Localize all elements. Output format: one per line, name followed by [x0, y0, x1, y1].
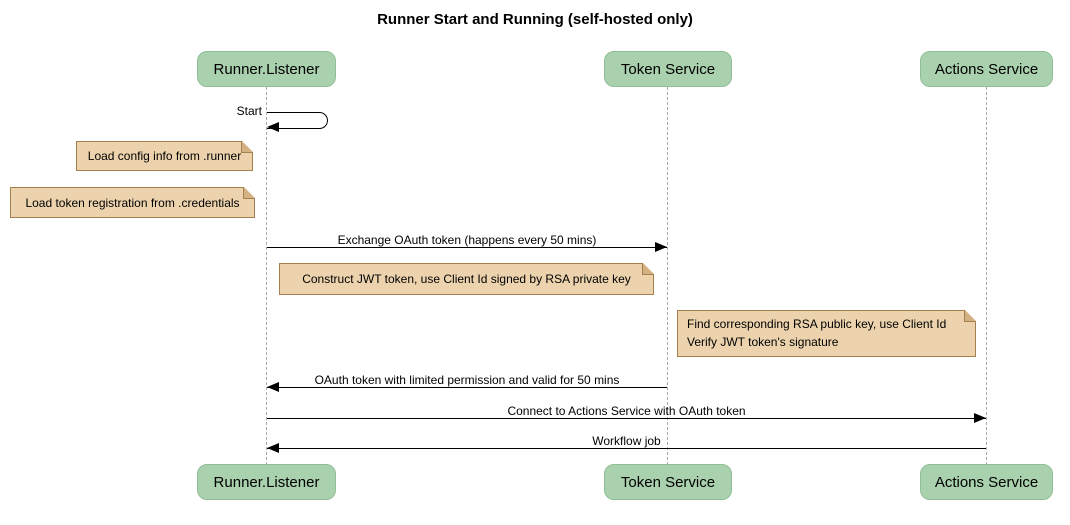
message-exchange-token-label: Exchange OAuth token (happens every 50 m…: [337, 233, 597, 247]
lifeline-token-service: [667, 87, 668, 465]
message-oauth-return-label: OAuth token with limited permission and …: [314, 373, 620, 387]
message-oauth-return-arrowhead-icon: [267, 382, 279, 392]
participant-actions-service-top: Actions Service: [920, 51, 1053, 87]
participant-label: Actions Service: [934, 473, 1039, 491]
participant-label: Runner.Listener: [213, 60, 320, 78]
note-text: Load token registration from .credential…: [25, 195, 240, 210]
message-workflow-job-arrowhead-icon: [267, 443, 279, 453]
participant-token-service-top: Token Service: [604, 51, 732, 87]
message-oauth-return-line: [267, 387, 667, 388]
message-start-arrowhead-icon: [267, 122, 279, 132]
participant-label: Runner.Listener: [213, 473, 320, 491]
message-start-loop-line: [267, 112, 328, 129]
participant-label: Actions Service: [934, 60, 1039, 78]
note-fold-icon: [242, 141, 253, 152]
lifeline-runner-listener: [266, 87, 267, 465]
note-fold-icon: [244, 187, 255, 198]
message-workflow-job-label: Workflow job: [592, 434, 661, 448]
message-connect-actions-label: Connect to Actions Service with OAuth to…: [507, 404, 746, 418]
participant-actions-service-bottom: Actions Service: [920, 464, 1053, 500]
note-text: Find corresponding RSA public key, use C…: [687, 317, 947, 349]
message-workflow-job-line: [267, 448, 986, 449]
note-load-config: Load config info from .runner: [76, 141, 253, 171]
note-text: Construct JWT token, use Client Id signe…: [302, 272, 631, 286]
message-exchange-token-line: [267, 247, 667, 248]
note-fold-icon: [965, 310, 976, 321]
message-exchange-token-arrowhead-icon: [655, 242, 667, 252]
participant-label: Token Service: [620, 473, 716, 491]
note-text: Load config info from .runner: [87, 149, 242, 163]
note-construct-jwt: Construct JWT token, use Client Id signe…: [279, 263, 654, 295]
message-start-label: Start: [236, 104, 262, 118]
diagram-title: Runner Start and Running (self-hosted on…: [377, 11, 693, 28]
participant-runner-listener-top: Runner.Listener: [197, 51, 336, 87]
note-load-credentials: Load token registration from .credential…: [10, 187, 255, 218]
note-fold-icon: [643, 263, 654, 274]
lifeline-actions-service: [986, 87, 987, 465]
message-connect-actions-line: [267, 418, 986, 419]
participant-runner-listener-bottom: Runner.Listener: [197, 464, 336, 500]
participant-label: Token Service: [620, 60, 716, 78]
note-verify-jwt: Find corresponding RSA public key, use C…: [677, 310, 976, 357]
participant-token-service-bottom: Token Service: [604, 464, 732, 500]
message-connect-actions-arrowhead-icon: [974, 413, 986, 423]
